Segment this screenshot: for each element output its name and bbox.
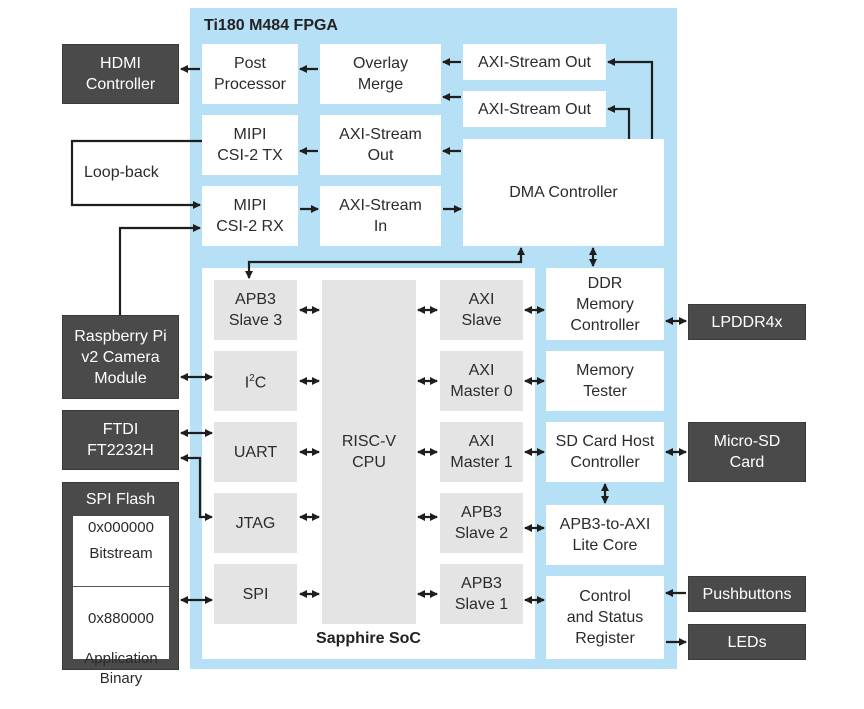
leds-block: LEDs [688, 624, 806, 660]
i2c-label: I2C [244, 373, 267, 392]
fpga-title: Ti180 M484 FPGA [204, 17, 338, 34]
ddr-memory-controller-block: DDR Memory Controller [546, 268, 664, 340]
dma-controller-block: DMA Controller [463, 139, 664, 246]
flash-address: 0x880000 [88, 610, 154, 627]
flash-region-name: Bitstream [89, 545, 153, 562]
micro-sd-card-block: Micro-SD Card [688, 422, 806, 482]
soc-apb3-slave3-block: APB3 Slave 3 [214, 280, 297, 340]
soc-apb3-slave2-block: APB3 Slave 2 [440, 493, 523, 553]
soc-axi-slave-block: AXI Slave [440, 280, 523, 340]
camera-to-mipirx-wire [118, 224, 201, 315]
sd-card-host-controller-block: SD Card Host Controller [546, 422, 664, 482]
soc-uart-block: UART [214, 422, 297, 482]
flash-region-bitstream: 0x000000 Bitstream [73, 516, 169, 587]
apb3-to-axi-lite-core-block: APB3-to-AXI Lite Core [546, 505, 664, 565]
axi-stream-in-block: AXI-Stream In [320, 186, 441, 246]
soc-axi-master1-block: AXI Master 1 [440, 422, 523, 482]
mipi-csi2-rx-block: MIPI CSI-2 RX [202, 186, 298, 246]
flash-address: 0x000000 [88, 519, 154, 536]
sapphire-soc-label: Sapphire SoC [316, 630, 421, 647]
control-status-register-block: Control and Status Register [546, 576, 664, 659]
ftdi-ft2232h-block: FTDI FT2232H [62, 410, 179, 470]
post-processor-block: Post Processor [202, 44, 298, 104]
flash-region-application: 0x880000 Application Binary [73, 587, 169, 687]
raspberry-pi-camera-block: Raspberry Pi v2 Camera Module [62, 315, 179, 399]
soc-spi-block: SPI [214, 564, 297, 624]
axi-stream-out-block-2: AXI-Stream Out [463, 91, 606, 127]
flash-region-name: Application Binary [84, 650, 158, 687]
soc-jtag-block: JTAG [214, 493, 297, 553]
axi-stream-out-tx-block: AXI-Stream Out [320, 115, 441, 175]
soc-axi-master0-block: AXI Master 0 [440, 351, 523, 411]
spi-flash-title: SPI Flash [85, 491, 156, 508]
axi-stream-out-block-1: AXI-Stream Out [463, 44, 606, 80]
soc-i2c-block: I2C [214, 351, 297, 411]
hdmi-controller-block: HDMI Controller [62, 44, 179, 104]
overlay-merge-block: Overlay Merge [320, 44, 441, 104]
mipi-csi2-tx-block: MIPI CSI-2 TX [202, 115, 298, 175]
memory-tester-block: Memory Tester [546, 351, 664, 411]
risc-v-cpu-block: RISC-V CPU [322, 280, 416, 624]
loopback-label: Loop-back [84, 164, 159, 181]
lpddr4x-block: LPDDR4x [688, 304, 806, 340]
pushbuttons-block: Pushbuttons [688, 576, 806, 612]
soc-apb3-slave1-block: APB3 Slave 1 [440, 564, 523, 624]
